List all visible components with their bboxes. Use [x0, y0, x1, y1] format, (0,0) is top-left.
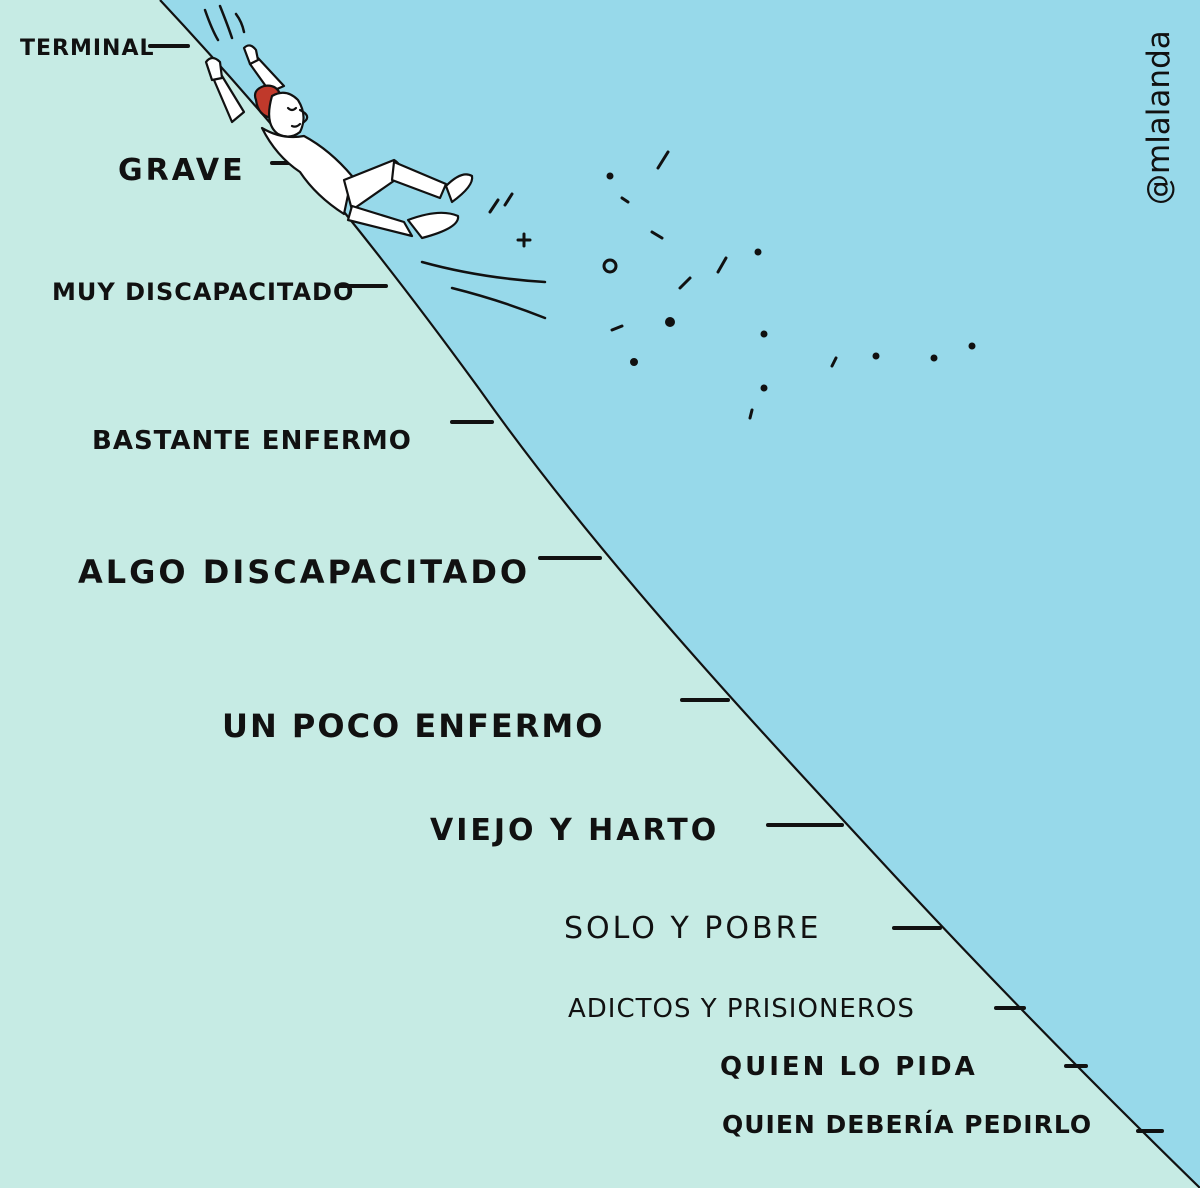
sliding-man-figure: [204, 44, 474, 240]
level-label-algo-discapacitado: ALGO DISCAPACITADO: [78, 553, 531, 591]
level-label-adictos-y-prisioneros: ADICTOS Y PRISIONEROS: [568, 994, 915, 1024]
level-label-viejo-y-harto: VIEJO Y HARTO: [430, 813, 720, 848]
right-hand: [242, 44, 260, 66]
level-label-solo-y-pobre: SOLO Y POBRE: [564, 911, 822, 946]
foot-right: [444, 173, 474, 204]
level-label-bastante-enfermo: BASTANTE ENFERMO: [92, 426, 412, 456]
lower-leg: [390, 160, 448, 200]
face: [267, 91, 305, 138]
debris-marks: [488, 150, 976, 420]
second-leg: [346, 204, 414, 238]
level-label-quien-lo-pida: QUIEN LO PIDA: [720, 1052, 978, 1082]
level-label-quien-deberia-pedirlo: QUIEN DEBERÍA PEDIRLO: [722, 1110, 1093, 1139]
motion-lines: [203, 4, 547, 320]
sky-region: [160, 0, 1200, 1188]
level-label-grave: GRAVE: [118, 153, 246, 188]
level-label-muy-discapacitado: MUY DISCAPACITADO: [52, 278, 355, 306]
nose: [298, 108, 309, 124]
mouth: [290, 122, 302, 128]
level-ticks: [148, 44, 1164, 1133]
foot-left: [406, 211, 460, 240]
level-label-un-poco-enfermo: UN POCO ENFERMO: [222, 707, 605, 745]
artist-signature: @mlalanda: [1141, 30, 1177, 205]
closed-eye: [286, 106, 298, 112]
left-hand: [204, 56, 224, 82]
level-label-terminal: TERMINAL: [20, 36, 155, 61]
